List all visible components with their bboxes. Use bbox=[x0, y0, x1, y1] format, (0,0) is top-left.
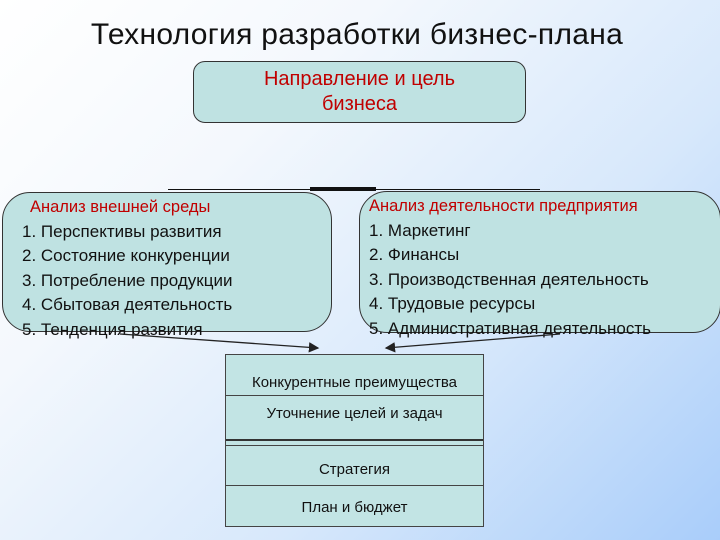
goal-box: Направление и цель бизнеса bbox=[193, 61, 526, 123]
arrow-left-to-stack bbox=[119, 333, 320, 353]
external-item: 2. Состояние конкуренции bbox=[22, 246, 230, 265]
internal-analysis-box: Анализ деятельности предприятия 1. Марке… bbox=[359, 191, 720, 338]
goal-line-1: Направление и цель bbox=[263, 68, 455, 90]
stack-cell-goals: Уточнение целей и задач bbox=[226, 395, 483, 441]
external-analysis-box: Анализ внешней среды 1. Перспективы разв… bbox=[2, 192, 332, 339]
external-analysis-heading: Анализ внешней среды bbox=[30, 198, 211, 216]
arrow-right-to-stack bbox=[384, 333, 561, 353]
internal-item: 4. Трудовые ресурсы bbox=[369, 294, 536, 313]
page-title: Технология разработки бизнес-плана bbox=[90, 18, 624, 51]
internal-item: 3. Производственная деятельность bbox=[369, 269, 649, 289]
external-item: 1. Перспективы развития bbox=[22, 221, 222, 241]
goal-line-2: бизнеса bbox=[321, 93, 398, 115]
connector-line-thin bbox=[168, 189, 540, 190]
stack-cell-advantages: Конкурентные преимущества bbox=[251, 373, 458, 391]
internal-item: 5. Административная деятельность bbox=[369, 318, 651, 338]
external-item: 3. Потребление продукции bbox=[22, 270, 233, 290]
internal-analysis-heading: Анализ деятельности предприятия bbox=[369, 197, 638, 215]
planning-stack: Конкурентные преимущества Уточнение целе… bbox=[225, 354, 484, 527]
external-item: 4. Сбытовая деятельность bbox=[22, 295, 233, 314]
stack-cell-strategy: Стратегия bbox=[226, 445, 483, 485]
stack-cell-plan-budget: План и бюджет bbox=[226, 485, 483, 528]
external-item: 5. Тенденция развития bbox=[22, 319, 203, 339]
internal-item: 2. Финансы bbox=[369, 245, 460, 264]
internal-item: 1. Маркетинг bbox=[369, 220, 471, 240]
